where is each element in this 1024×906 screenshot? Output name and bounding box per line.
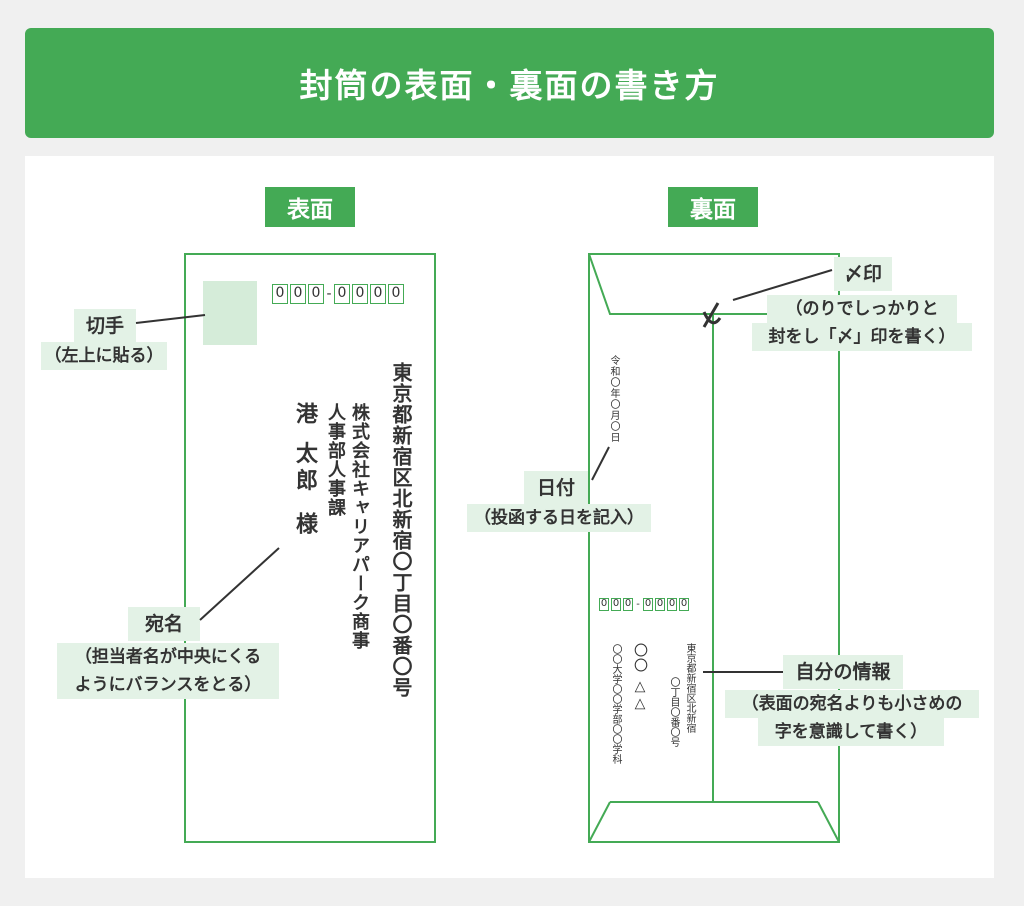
zip-digit: 0 [290,284,306,304]
sender-school: 〇〇大学〇〇学部〇〇学科 [610,644,621,764]
zip-digit: 0 [667,598,677,611]
sender-callout-note-line2: 字を意識して書く） [758,718,944,746]
date-callout-label: 日付 [524,471,588,505]
stamp-placeholder [203,281,257,345]
stamp-callout-label: 切手 [74,309,136,343]
zip-digit: 0 [623,598,633,611]
zip-digit: 0 [308,284,324,304]
front-honorific: 様 [292,512,317,534]
back-date: 令和〇年〇月〇日 [608,355,619,443]
zip-digit: 0 [370,284,386,304]
seal-leader-line [732,269,833,301]
back-flap-bottom-left [588,801,611,843]
stamp-callout-note: （左上に貼る） [41,342,167,370]
zip-digit: 0 [352,284,368,304]
zip-digit: 0 [388,284,404,304]
recipient-callout-note-line1: （担当者名が中央にくる [57,643,279,671]
sender-name: 〇〇 △△ [632,643,648,713]
front-department: 人事部人事課 [325,403,346,517]
sender-address-line2: 〇丁目〇番〇号 [668,677,679,747]
stamp-leader-line [135,314,206,324]
front-label-chip: 表面 [265,187,355,227]
recipient-callout-note-line2: ようにバランスをとる） [57,671,279,699]
sender-address-line1: 東京都新宿区北新宿 [684,643,695,733]
zip-digit: 0 [599,598,609,611]
zip-dash: - [636,599,640,610]
seal-mark-icon [702,302,722,328]
date-leader-line [591,446,610,481]
back-postal-code: 0 0 0 - 0 0 0 0 [599,598,691,611]
zip-dash: - [326,286,332,302]
front-address: 東京都新宿区北新宿〇丁目〇番〇号 [389,362,413,698]
zip-digit: 0 [272,284,288,304]
zip-digit: 0 [334,284,350,304]
sender-callout-label: 自分の情報 [783,655,903,689]
back-envelope-outline [588,253,840,843]
front-label: 表面 [287,197,333,223]
back-flap-bottom-right [817,801,840,843]
front-postal-code: 0 0 0 - 0 0 0 0 [272,284,406,304]
seal-callout-label: 〆印 [834,257,892,291]
recipient-callout-label: 宛名 [128,607,200,641]
front-company: 株式会社キャリアパーク商事 [349,403,370,650]
date-callout-note: （投函する日を記入） [467,504,651,532]
recipient-leader-line [199,547,280,621]
front-envelope [184,253,436,843]
seal-callout-note-line2: 封をし「〆」印を書く） [752,323,972,351]
page-title: 封筒の表面・裏面の書き方 [299,66,720,105]
back-flap-top [588,253,839,315]
sender-callout-note-line1: （表面の宛名よりも小さめの [725,690,979,718]
front-recipient-name: 港 太郎 [292,402,317,496]
seal-callout-note-line1: （のりでしっかりと [767,295,957,323]
zip-digit: 0 [643,598,653,611]
page-title-banner: 封筒の表面・裏面の書き方 [25,28,994,138]
zip-digit: 0 [679,598,689,611]
zip-digit: 0 [611,598,621,611]
back-label-chip: 裏面 [668,187,758,227]
back-label: 裏面 [690,197,736,223]
zip-digit: 0 [655,598,665,611]
